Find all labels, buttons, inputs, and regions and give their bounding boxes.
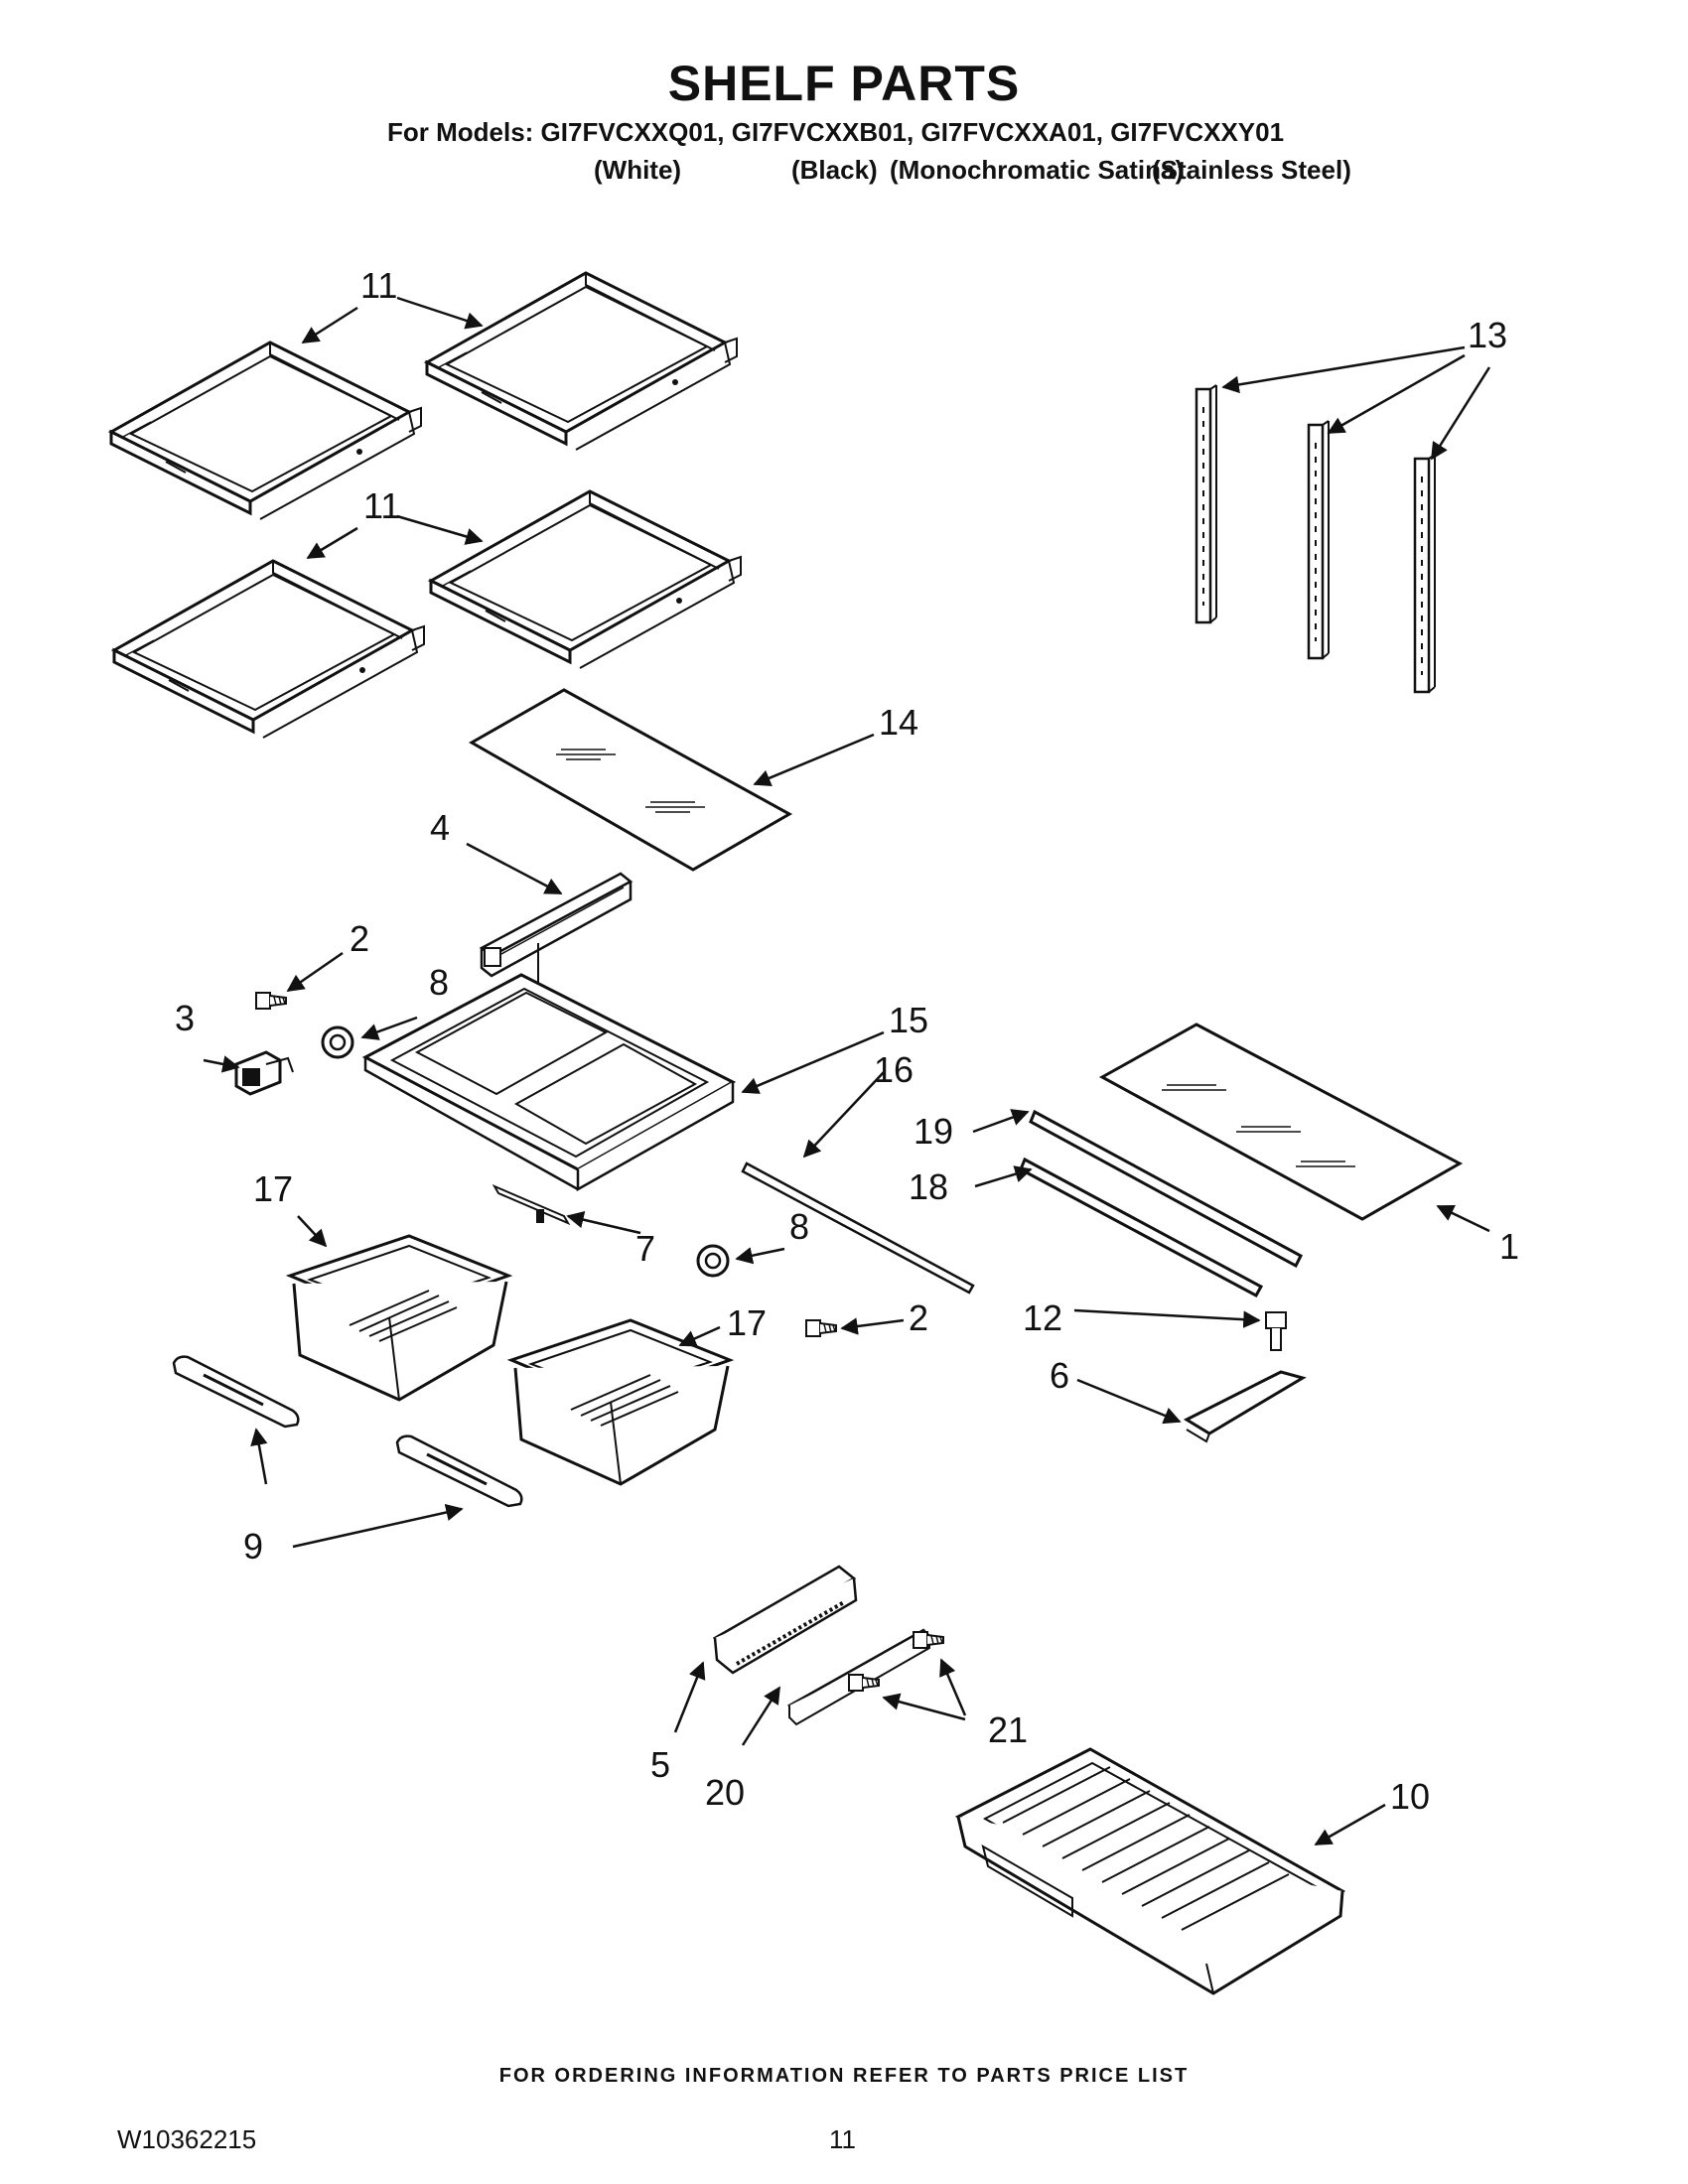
glass-reflection-14 <box>556 749 705 813</box>
callout-4: 4 <box>430 807 450 848</box>
callout-21: 21 <box>988 1709 1028 1750</box>
crisper-cover-rail-item-4 <box>479 872 633 1097</box>
leader-lines <box>203 296 1491 1846</box>
callout-13: 13 <box>1468 315 1507 355</box>
shelf-rail-b <box>1307 419 1331 660</box>
callout-11-top: 11 <box>360 265 397 306</box>
screw-item-21-a <box>913 1631 944 1649</box>
screw-item-2-b <box>805 1319 837 1337</box>
crisper-cover-frame-item-15 <box>361 973 737 1192</box>
glass-reflection-1 <box>1162 1084 1355 1167</box>
page-title: SHELF PARTS <box>667 56 1021 111</box>
bracket-item-6 <box>1183 1370 1307 1443</box>
callout-8-lower: 8 <box>789 1206 809 1247</box>
bin-handle-item-9-a <box>172 1355 300 1429</box>
callout-8-upper: 8 <box>429 962 449 1003</box>
callout-20: 20 <box>705 1772 745 1813</box>
ordering-note: FOR ORDERING INFORMATION REFER TO PARTS … <box>498 2065 1190 2087</box>
callout-7: 7 <box>635 1228 655 1269</box>
bracket-item-3 <box>234 1050 294 1096</box>
nut-item-8-b <box>696 1244 730 1278</box>
slide-item-5 <box>712 1565 858 1675</box>
color-white: (White) <box>594 155 682 185</box>
color-black: (Black) <box>791 155 878 185</box>
nut-item-8-a <box>321 1025 354 1059</box>
screw-item-2-a <box>255 992 287 1010</box>
callout-3: 3 <box>175 998 195 1038</box>
clip-item-7 <box>492 1183 571 1226</box>
trim-strip-item-16 <box>741 1161 975 1295</box>
glass-shelf-item-14 <box>468 688 793 872</box>
callout-17-left: 17 <box>253 1168 293 1209</box>
callout-5: 5 <box>650 1744 670 1785</box>
models-line: For Models: GI7FVCXXQ01, GI7FVCXXB01, GI… <box>387 117 1285 147</box>
callout-10: 10 <box>1390 1776 1430 1817</box>
shelf-item-11-b <box>425 271 739 452</box>
color-stainless-steel: (Stainless Steel) <box>1152 155 1351 185</box>
callout-16: 16 <box>874 1049 914 1090</box>
callout-12: 12 <box>1023 1297 1062 1338</box>
screw-item-12 <box>1265 1311 1287 1351</box>
callout-17-right: 17 <box>727 1302 767 1343</box>
page-number: 11 <box>829 2124 856 2154</box>
callout-14: 14 <box>879 702 918 743</box>
callout-19: 19 <box>914 1111 953 1152</box>
crisper-bin-item-17-b <box>509 1318 732 1486</box>
color-monochromatic-satina: (Monochromatic Satina) <box>890 155 1185 185</box>
callout-2-upper: 2 <box>350 918 369 959</box>
shelf-rail-a <box>1195 383 1218 624</box>
callout-6: 6 <box>1050 1355 1069 1396</box>
shelf-item-11-d <box>429 489 743 670</box>
pantry-drawer-item-10 <box>954 1747 1346 1995</box>
glass-shelf-item-1 <box>1098 1023 1464 1221</box>
rail-slots <box>1202 407 1423 675</box>
callout-18: 18 <box>909 1166 948 1207</box>
document-number: W10362215 <box>117 2124 257 2154</box>
bin-handle-item-9-b <box>395 1434 523 1508</box>
shelf-rail-c <box>1413 453 1437 694</box>
crisper-bin-item-17-a <box>288 1234 510 1402</box>
callout-9: 9 <box>243 1526 263 1567</box>
trim-strip-item-19 <box>1029 1109 1303 1269</box>
callout-11-bottom: 11 <box>363 485 400 526</box>
callout-2-lower: 2 <box>909 1297 928 1338</box>
callout-1: 1 <box>1499 1226 1519 1267</box>
callout-15: 15 <box>889 1000 928 1040</box>
shelf-item-11-c <box>112 559 426 740</box>
